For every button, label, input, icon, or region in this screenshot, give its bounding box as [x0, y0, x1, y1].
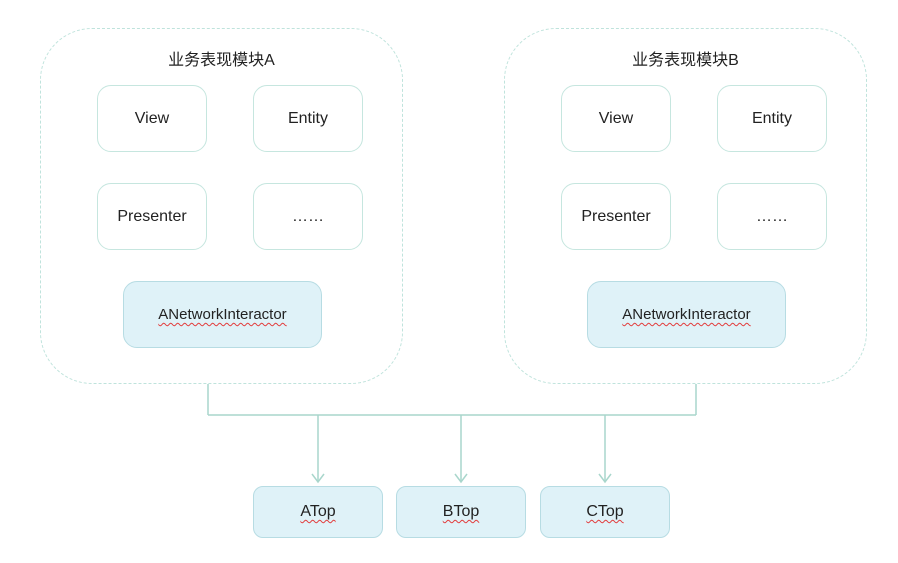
module-a-interactor-box: ANetworkInteractor	[123, 281, 322, 348]
module-a-container: 业务表现模块A View Entity Presenter …… ANetwor…	[40, 28, 403, 384]
module-b-container: 业务表现模块B View Entity Presenter …… ANetwor…	[504, 28, 867, 384]
atop-box: ATop	[253, 486, 383, 538]
module-a-interactor-label: ANetworkInteractor	[158, 306, 287, 323]
module-a-presenter-box: Presenter	[97, 183, 207, 250]
module-b-interactor-label: ANetworkInteractor	[622, 306, 751, 323]
module-a-ellipsis-box: ……	[253, 183, 363, 250]
module-a-view-box: View	[97, 85, 207, 152]
arrowhead-ctop	[598, 473, 612, 484]
arrowhead-atop	[311, 473, 325, 484]
module-a-entity-box: Entity	[253, 85, 363, 152]
arrowhead-btop	[454, 473, 468, 484]
module-a-title: 业务表现模块A	[168, 52, 275, 69]
module-b-entity-box: Entity	[717, 85, 827, 152]
ctop-label: CTop	[586, 503, 624, 520]
atop-label: ATop	[300, 503, 336, 520]
ctop-box: CTop	[540, 486, 670, 538]
module-b-ellipsis-box: ……	[717, 183, 827, 250]
btop-box: BTop	[396, 486, 526, 538]
btop-label: BTop	[442, 503, 480, 520]
module-b-presenter-box: Presenter	[561, 183, 671, 250]
module-b-interactor-box: ANetworkInteractor	[587, 281, 786, 348]
module-b-title: 业务表现模块B	[632, 52, 739, 69]
module-b-view-box: View	[561, 85, 671, 152]
